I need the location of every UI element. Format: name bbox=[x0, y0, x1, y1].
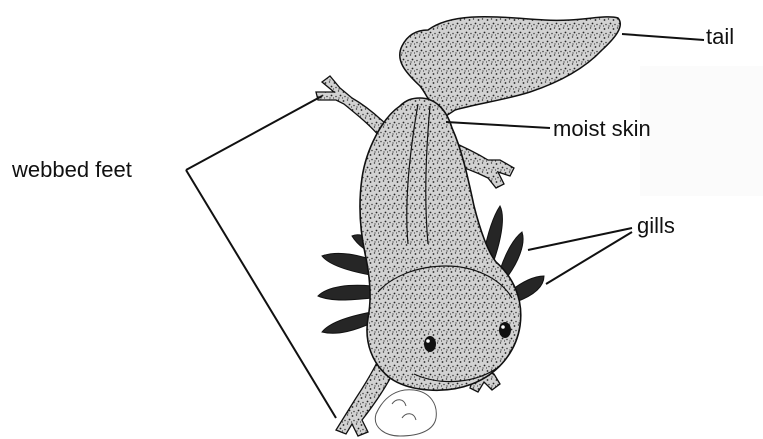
leader-tail bbox=[622, 34, 704, 40]
leader-gills-1 bbox=[528, 228, 632, 250]
leader-gills-2 bbox=[546, 232, 632, 284]
leader-moist-skin bbox=[446, 122, 550, 128]
label-webbed-feet: webbed feet bbox=[12, 159, 132, 181]
right-eye bbox=[499, 322, 511, 338]
left-eye bbox=[424, 336, 436, 352]
leader-feet-1 bbox=[186, 96, 322, 170]
leader-feet-2 bbox=[186, 170, 336, 418]
holding-hand bbox=[375, 390, 436, 436]
label-gills: gills bbox=[637, 215, 675, 237]
erased-patch bbox=[640, 66, 763, 196]
gill-left-2 bbox=[318, 285, 372, 300]
label-tail: tail bbox=[706, 26, 734, 48]
label-moist-skin: moist skin bbox=[553, 118, 651, 140]
